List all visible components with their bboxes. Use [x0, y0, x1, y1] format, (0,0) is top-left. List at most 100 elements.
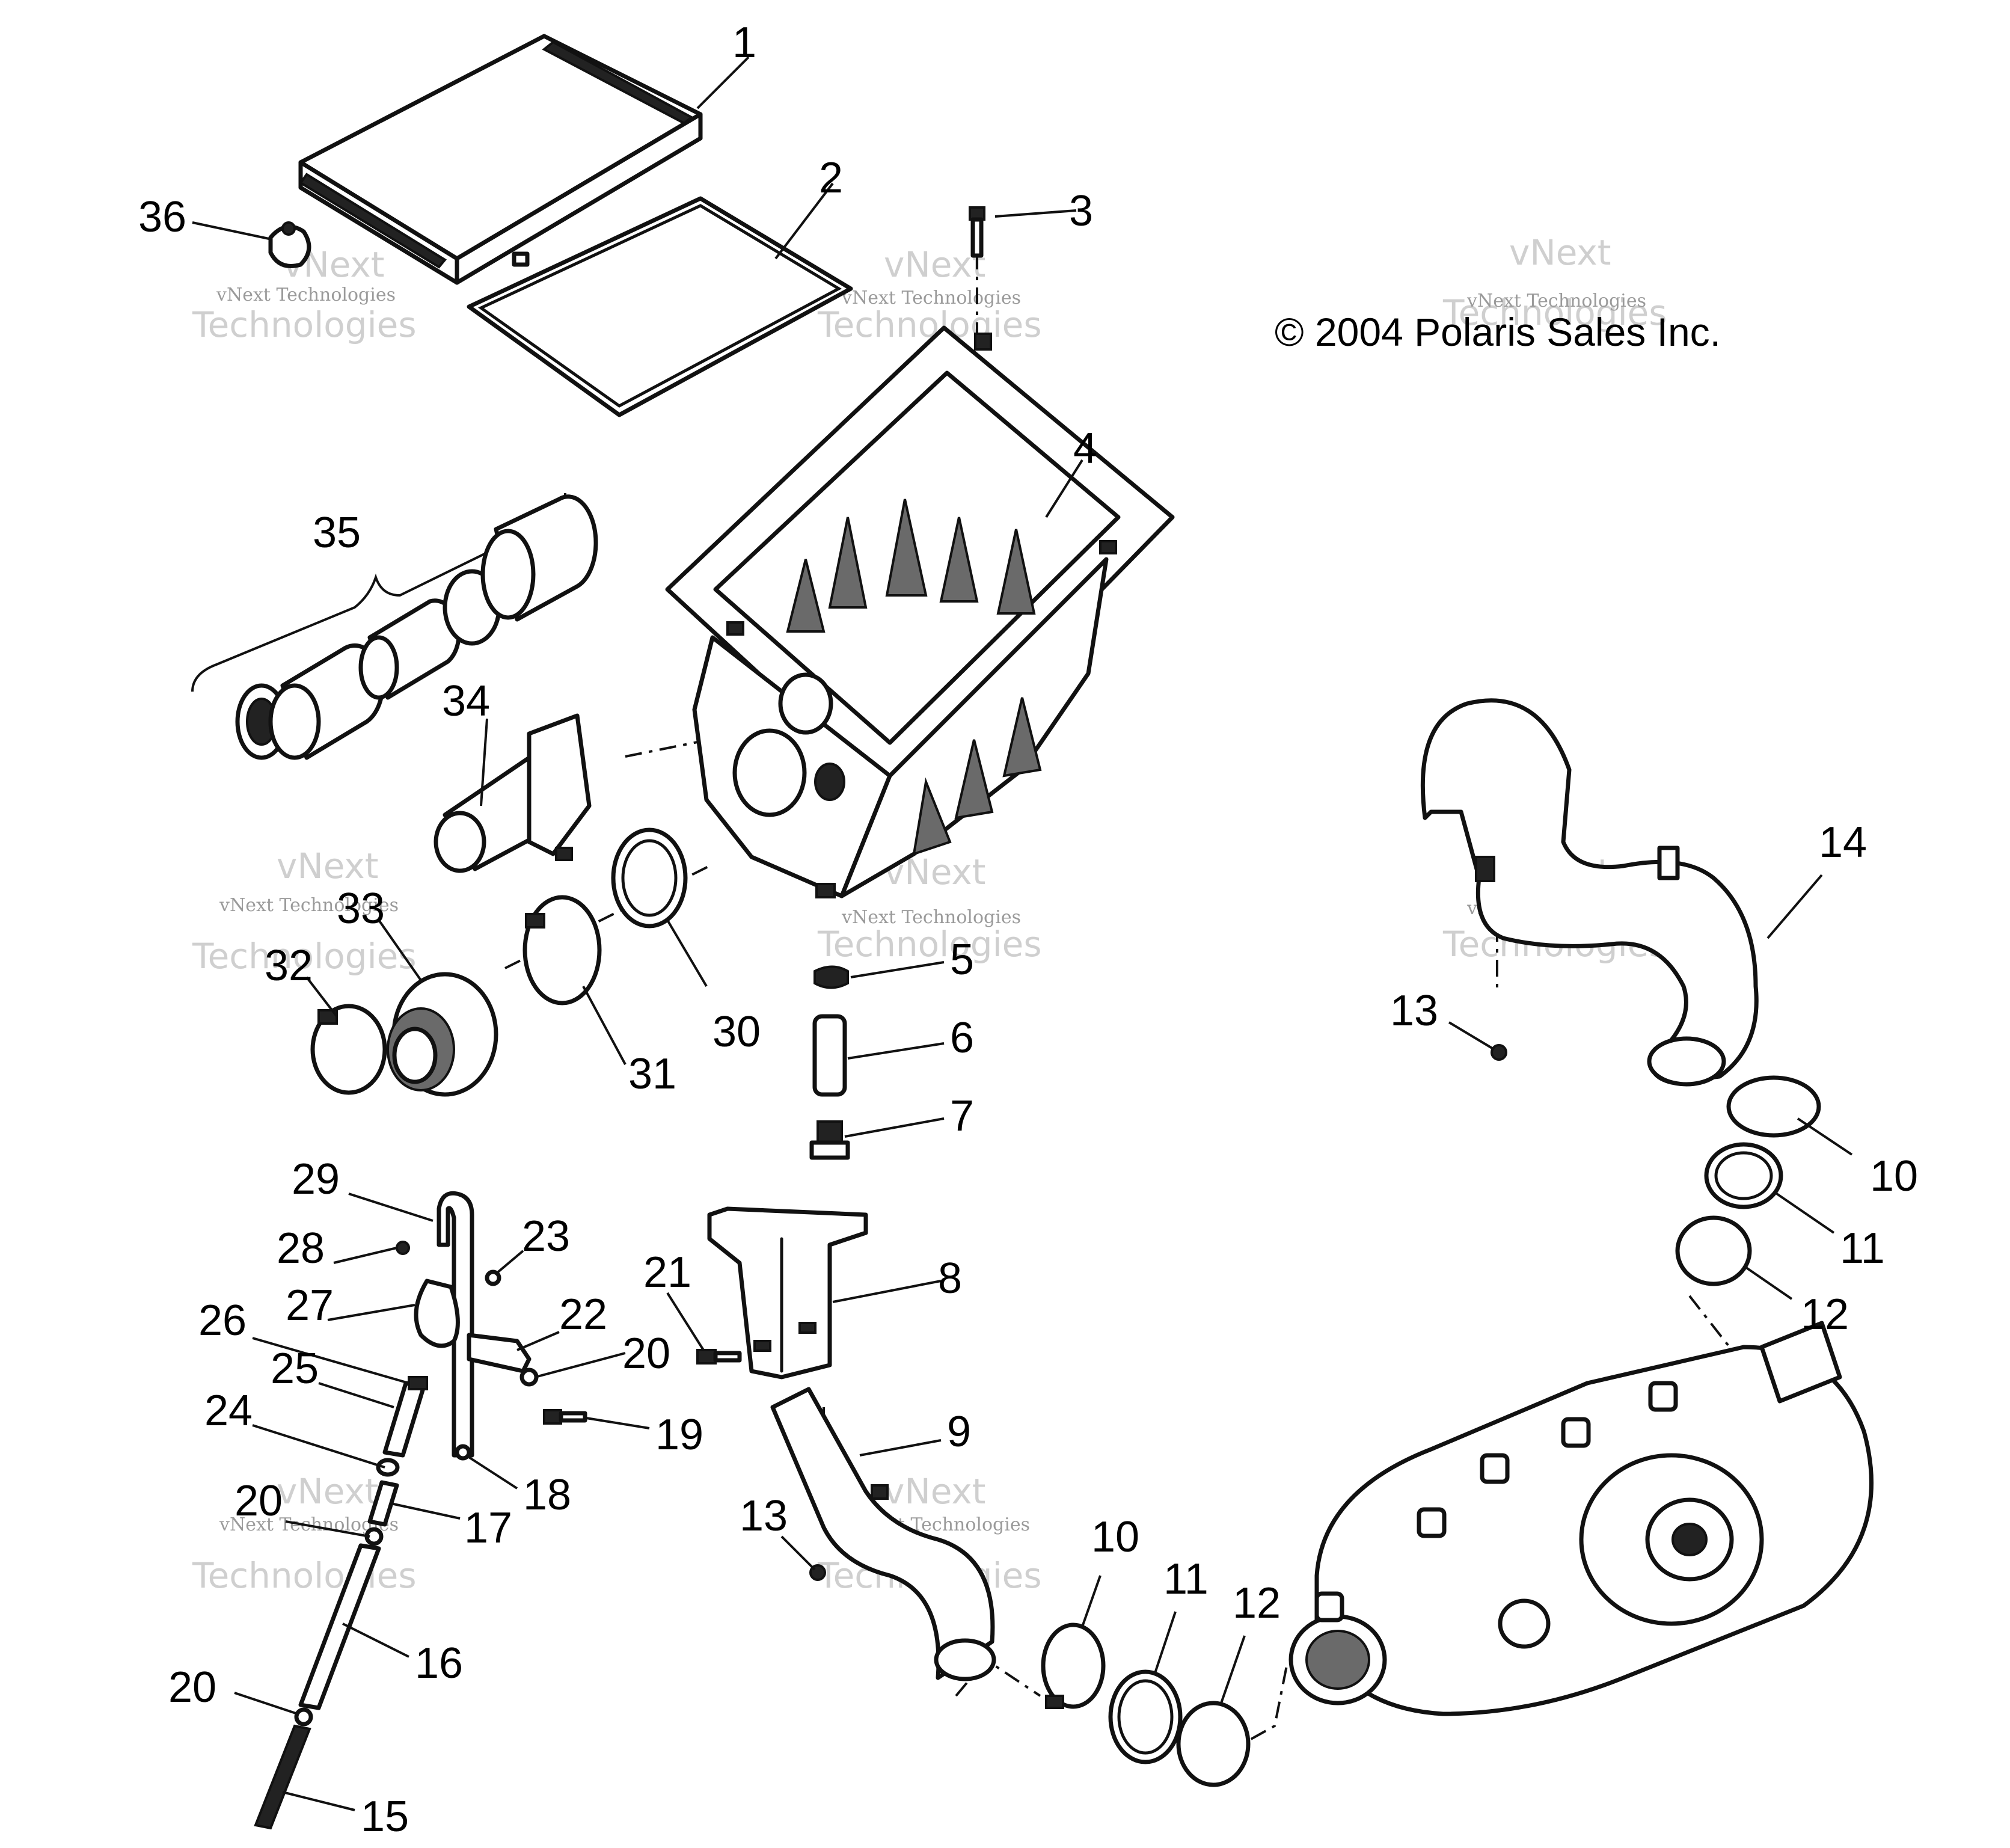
outlet-flange-stud: [555, 847, 573, 861]
drain-clip-part-5: [813, 965, 849, 989]
callout-21: 21: [643, 1248, 691, 1297]
kit-tube-long-end: [480, 529, 536, 620]
kit-sleeve-end: [358, 635, 399, 700]
watermark-text: vNext Technologies: [1466, 290, 1646, 312]
housing-rib: [885, 499, 928, 597]
leader-line: [1448, 1021, 1495, 1051]
callout-12-lower: 12: [1233, 1579, 1281, 1627]
housing-mount-tab: [1099, 540, 1117, 554]
filter-part-15: [254, 1724, 311, 1830]
watermark-text: vNext: [884, 1471, 985, 1512]
leader-line: [1776, 1193, 1835, 1234]
drain-assembly: [809, 965, 850, 1160]
watermark-text: vNext: [884, 244, 985, 285]
clip-part-36: [268, 221, 311, 268]
kit-tube-end: [268, 683, 321, 760]
clamp-part-31-screw: [525, 913, 545, 929]
clamp-part-32-screw: [317, 1009, 338, 1025]
callout-27: 27: [286, 1282, 334, 1330]
housing-rib: [954, 739, 994, 820]
leader-line: [342, 1622, 409, 1658]
callout-5: 5: [950, 936, 974, 984]
clip-part-28: [396, 1241, 410, 1255]
leader-line: [586, 1417, 650, 1429]
outlet-flange: [527, 713, 592, 856]
housing-rib: [828, 517, 868, 609]
callout-11-right: 11: [1840, 1224, 1885, 1272]
callout-23: 23: [522, 1212, 570, 1260]
lower-duct-part-9: [770, 1387, 996, 1681]
clip-head: [281, 221, 296, 236]
cover-outlet-inner: [1305, 1630, 1370, 1690]
housing-port-small: [814, 763, 845, 801]
bolt-part-21: [696, 1349, 742, 1365]
airbox-lid: [298, 34, 703, 285]
callout-24: 24: [204, 1387, 253, 1435]
vent-elbow-part-22: [467, 1333, 532, 1374]
callout-11-lower: 11: [1163, 1555, 1209, 1603]
clip-part-26: [408, 1376, 428, 1390]
callout-20-lower: 20: [168, 1663, 216, 1711]
bolt-head: [696, 1349, 717, 1365]
fastener-part-13-upper: [1491, 1044, 1507, 1061]
leader-line: [696, 56, 750, 109]
cover-boss: [1498, 1598, 1551, 1649]
bracket-body: [707, 1206, 868, 1380]
duct-clip: [1657, 846, 1680, 880]
duct-mount-tab: [1475, 856, 1495, 882]
ring-part-11-lower: [1108, 1669, 1183, 1764]
bolt-part-19-shank: [559, 1411, 587, 1423]
clip-part-20-upper: [519, 1368, 539, 1387]
housing-rib: [912, 777, 952, 856]
drain-hose-part-6: [812, 1014, 847, 1097]
callout-12-right: 12: [1801, 1291, 1849, 1339]
housing-ribs: [786, 499, 1042, 856]
leader-line: [234, 1692, 298, 1715]
watermark-mid-center: vNext Technologies vNext Technologies: [817, 852, 1042, 965]
callout-16: 16: [415, 1639, 463, 1687]
duct-outlet: [1647, 1036, 1726, 1087]
callout-30: 30: [712, 1008, 761, 1056]
leader-line: [348, 1193, 434, 1222]
cover-hub-center: [1671, 1523, 1708, 1556]
callout-9: 9: [947, 1408, 971, 1456]
lid-tab: [512, 251, 530, 267]
bracket-part-8: [707, 1206, 868, 1380]
watermark-text: vNext: [277, 1471, 378, 1512]
lid-rib: [542, 40, 694, 125]
leader-line: [305, 976, 338, 1018]
ring-part-30-inner: [621, 839, 678, 917]
leader-line: [285, 1520, 370, 1538]
leader-line: [480, 718, 488, 806]
callout-10-right: 10: [1870, 1152, 1918, 1200]
housing-rib: [939, 517, 979, 603]
clamp-part-10-right: [1726, 1075, 1821, 1138]
leader-line: [1742, 1265, 1793, 1300]
leader-line: [1153, 1611, 1177, 1675]
housing-rib: [786, 559, 826, 633]
callout-32: 32: [265, 942, 313, 990]
leader-line: [774, 182, 834, 260]
clip-part-23: [485, 1269, 501, 1286]
watermark-mid-left: vNext Technologies vNext Technologies: [192, 846, 417, 977]
clutch-cover: [1288, 1321, 1874, 1716]
cover-bolt-boss: [1480, 1453, 1510, 1484]
callout-33: 33: [337, 885, 385, 933]
leader-line: [850, 961, 945, 978]
callout-15: 15: [361, 1793, 409, 1841]
callout-35: 35: [313, 509, 361, 557]
watermark-text: vNext Technologies: [216, 284, 396, 305]
lid-rib: [299, 173, 447, 269]
callout-18: 18: [523, 1471, 571, 1519]
leader-line: [252, 1337, 409, 1384]
leader-line: [333, 1247, 397, 1264]
leader-line: [666, 919, 708, 987]
hose-part-16: [298, 1543, 381, 1710]
callout-7: 7: [950, 1092, 974, 1140]
cover-bolt-boss: [1648, 1381, 1678, 1412]
clamp-part-10-lower: [1041, 1622, 1106, 1709]
boot-and-clamps: [310, 827, 688, 1097]
breather-hose-system: [254, 1191, 587, 1830]
duct-mount-tab: [871, 1484, 889, 1500]
